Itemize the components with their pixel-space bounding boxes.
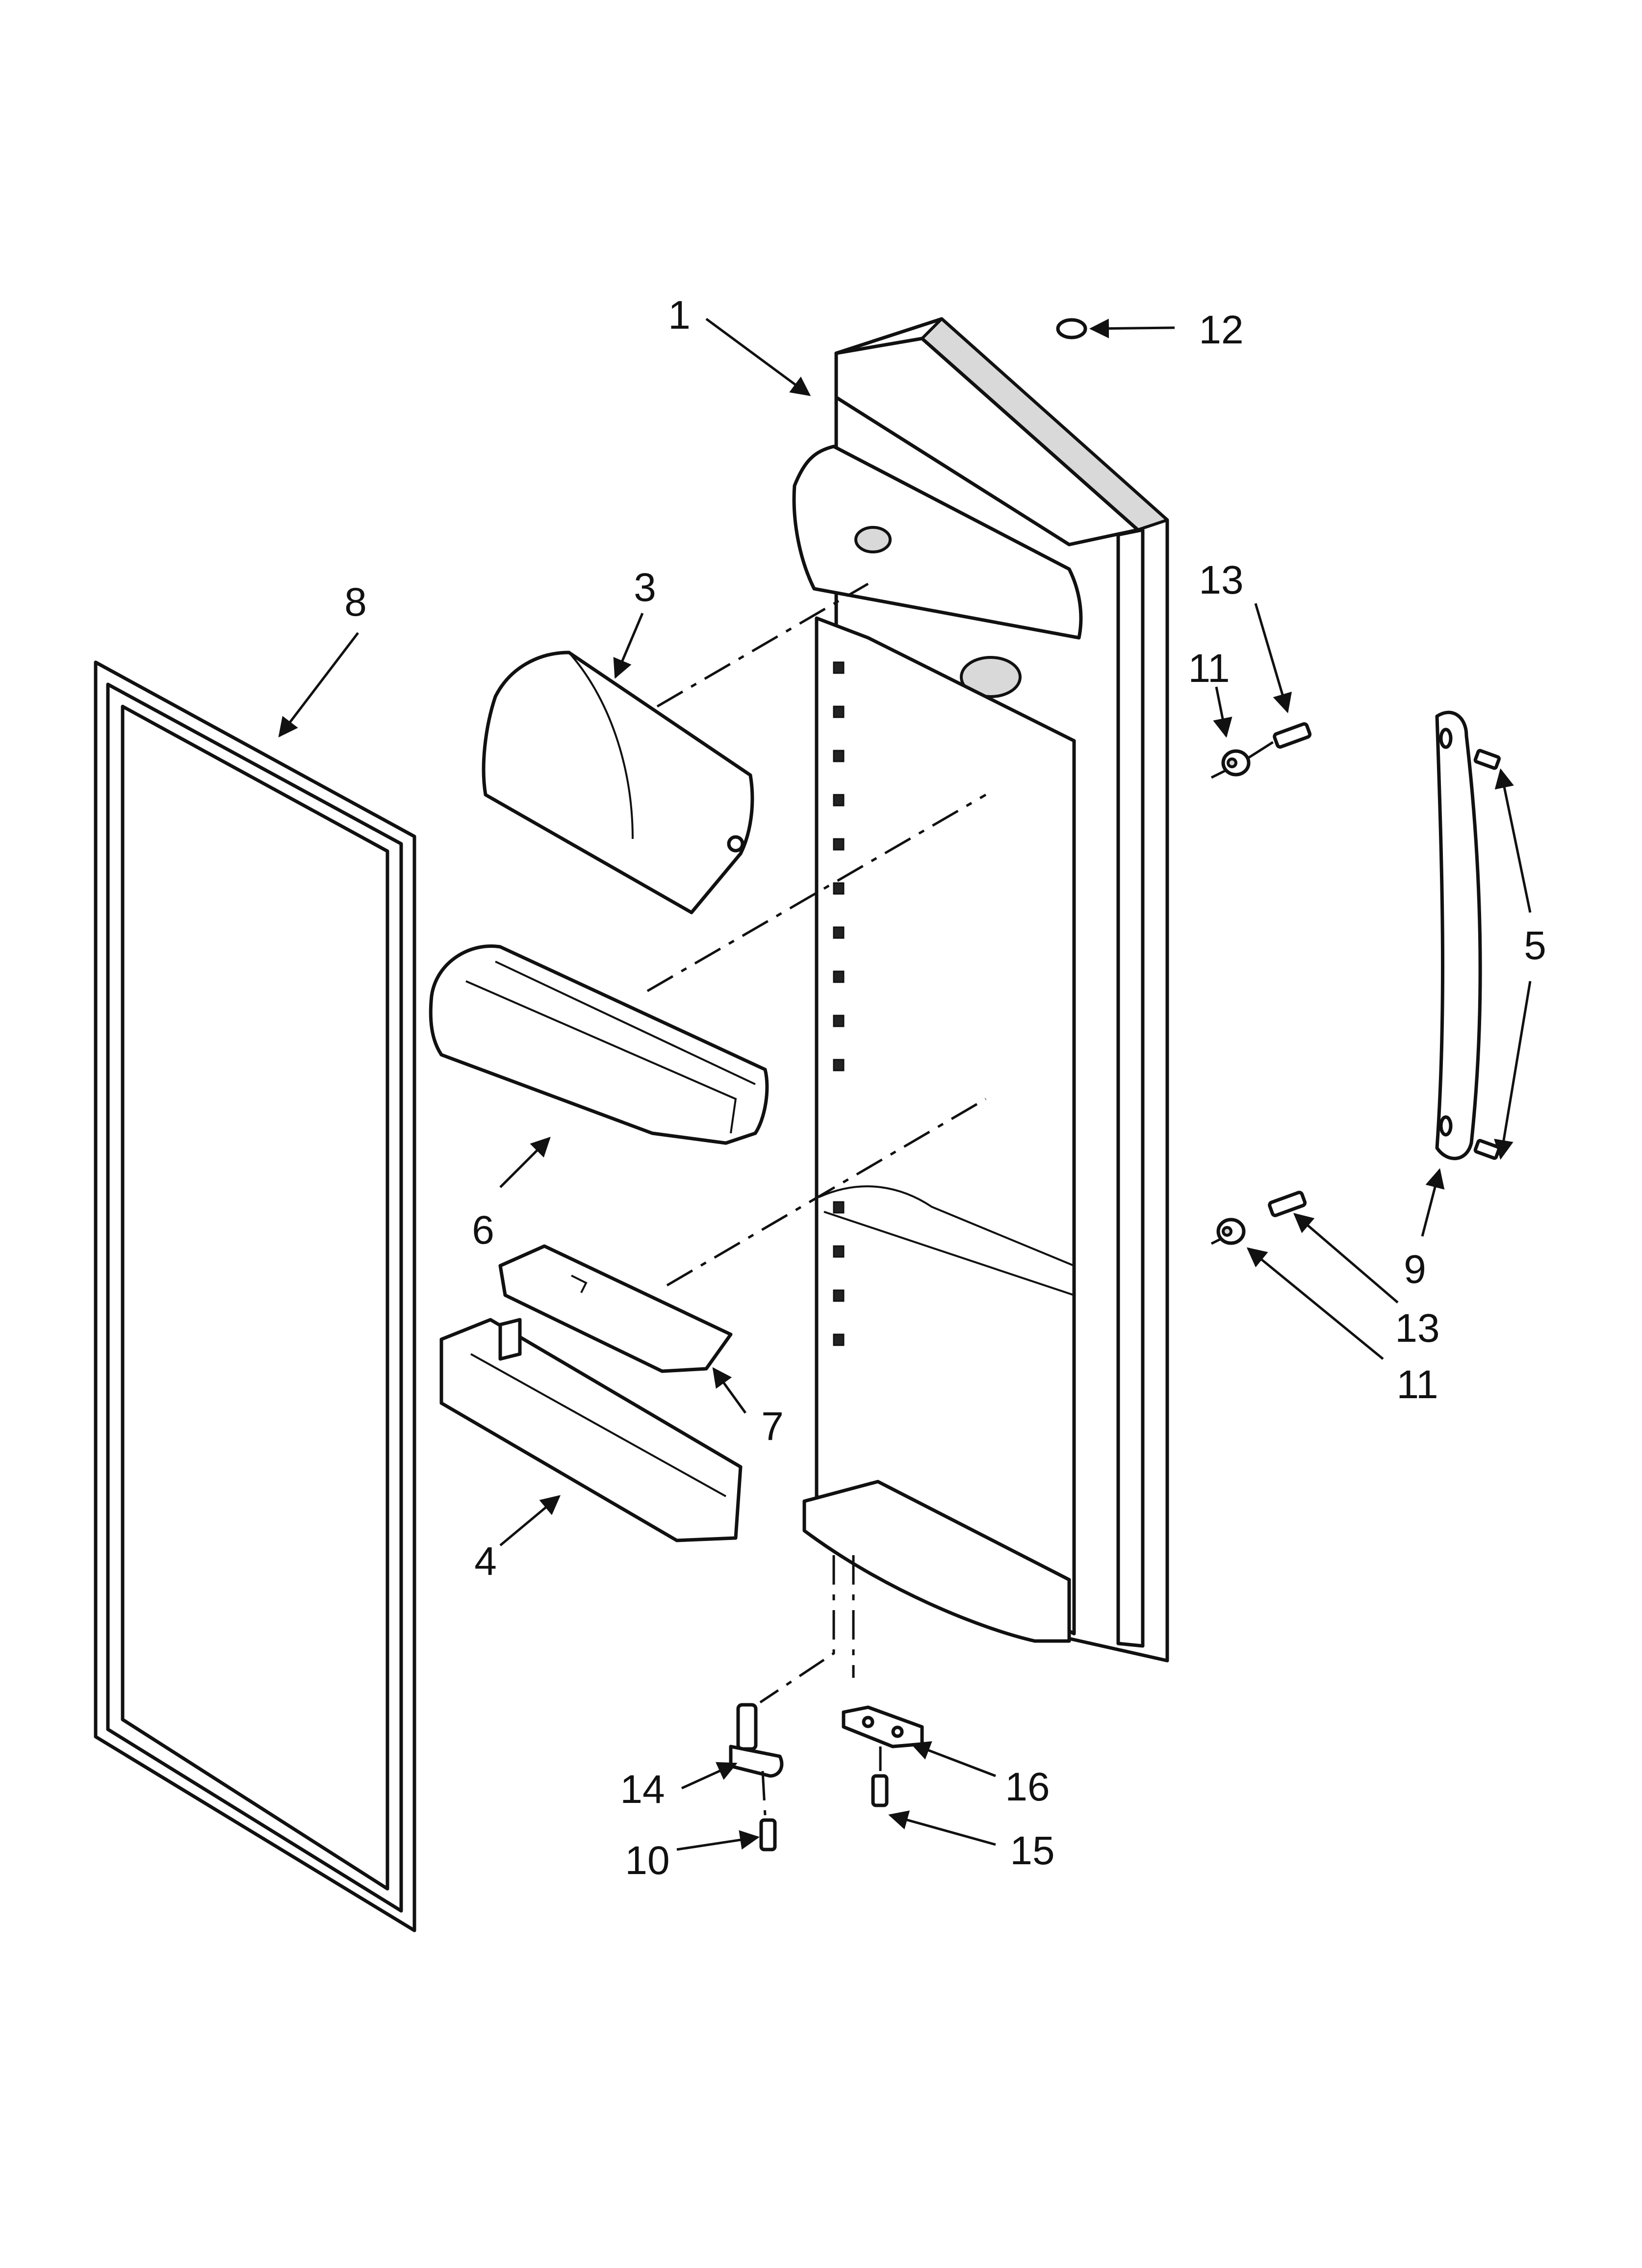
screw-upper [1273, 722, 1312, 749]
handle-screw-lower [1473, 1139, 1501, 1160]
handle-screw-upper [1473, 749, 1501, 770]
door-gasket-part [94, 660, 416, 1932]
callout-4: 4 [474, 1539, 497, 1584]
callout-11-lower: 11 [1396, 1362, 1438, 1407]
assembly-lines [646, 582, 1276, 1816]
hinge-screw-part [759, 1818, 777, 1851]
callout-10: 10 [625, 1838, 669, 1883]
cover-bin-part [482, 651, 754, 914]
door-liner-part [792, 317, 1169, 1663]
callout-7: 7 [761, 1404, 784, 1449]
hinge-bracket-part [842, 1705, 924, 1748]
callout-1: 1 [668, 293, 691, 338]
leader-arrows [278, 317, 1532, 1851]
hinge-pin-part [729, 1703, 784, 1778]
door-bin-part [429, 944, 769, 1145]
door-shelf-part [439, 1318, 743, 1542]
callout-8: 8 [344, 580, 367, 625]
spacer-upper [1221, 749, 1251, 777]
spacer-lower [1216, 1218, 1246, 1245]
callout-6: 6 [472, 1208, 494, 1252]
plug-part [1056, 318, 1087, 339]
bracket-screw-part [871, 1774, 889, 1807]
callout-labels: 1 12 8 3 13 11 5 6 9 13 11 7 4 14 16 10 … [344, 293, 1546, 1883]
callout-9: 9 [1404, 1247, 1426, 1292]
liner-clips [833, 661, 845, 1346]
callout-13-upper: 13 [1199, 558, 1243, 602]
bin-cover-part [498, 1244, 733, 1373]
callout-14: 14 [620, 1767, 665, 1812]
callout-15: 15 [1010, 1828, 1054, 1873]
handle-part [1435, 710, 1482, 1160]
callout-16: 16 [1005, 1765, 1050, 1809]
callout-3: 3 [634, 565, 656, 610]
callout-12: 12 [1199, 308, 1243, 352]
screw-lower [1268, 1191, 1307, 1217]
callout-11-upper: 11 [1188, 646, 1230, 691]
callout-5: 5 [1524, 923, 1546, 968]
callout-13-lower: 13 [1395, 1306, 1439, 1351]
